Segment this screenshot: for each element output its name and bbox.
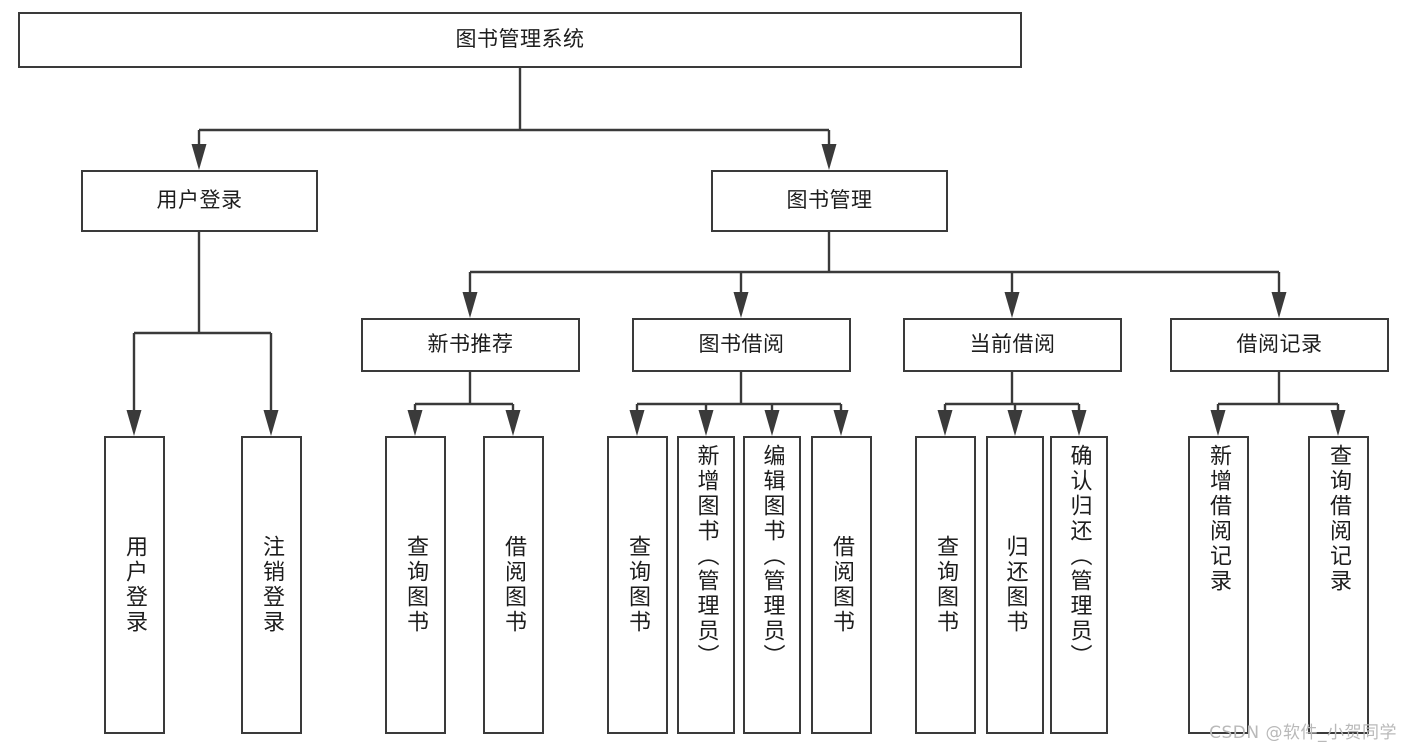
group-2-branch-1-head — [1007, 410, 1023, 436]
login-branch-1-head — [263, 410, 279, 436]
node-leaf-11[interactable]: 新增借阅记录 — [1188, 436, 1249, 734]
node-leaf-label: 编辑图书（管理员） — [759, 444, 785, 669]
node-leaf-7[interactable]: 借阅图书 — [811, 436, 872, 734]
root-branch-1-head — [821, 144, 837, 170]
node-leaf-label: 查询图书 — [933, 535, 959, 635]
node-level2-0[interactable]: 用户登录 — [81, 170, 318, 232]
manage-branch-2-head — [1004, 292, 1020, 318]
node-leaf-label: 查询图书 — [625, 535, 651, 635]
manage-branch-3-head — [1271, 292, 1287, 318]
node-level2-1[interactable]: 图书管理 — [711, 170, 948, 232]
group-2-branch-2-head — [1071, 410, 1087, 436]
group-2-branch-0-head — [937, 410, 953, 436]
node-leaf-4[interactable]: 查询图书 — [607, 436, 668, 734]
node-leaf-label: 借阅图书 — [501, 535, 527, 635]
node-root-0[interactable]: 图书管理系统 — [18, 12, 1022, 68]
group-1-branch-1-head — [698, 410, 714, 436]
node-level3-label: 图书借阅 — [698, 332, 785, 357]
node-leaf-1[interactable]: 注销登录 — [241, 436, 302, 734]
node-root-label: 图书管理系统 — [455, 27, 585, 52]
node-leaf-label: 查询图书 — [403, 535, 429, 635]
watermark-text: CSDN @软件_小贺同学 — [1209, 723, 1397, 743]
node-level3-1[interactable]: 图书借阅 — [632, 318, 851, 372]
node-level2-label: 用户登录 — [156, 188, 243, 213]
group-3-branch-1-head — [1330, 410, 1346, 436]
node-leaf-2[interactable]: 查询图书 — [385, 436, 446, 734]
node-leaf-label: 新增图书（管理员） — [693, 444, 719, 669]
node-leaf-5[interactable]: 新增图书（管理员） — [677, 436, 735, 734]
node-leaf-label: 查询借阅记录 — [1326, 444, 1352, 594]
node-leaf-0[interactable]: 用户登录 — [104, 436, 165, 734]
node-leaf-3[interactable]: 借阅图书 — [483, 436, 544, 734]
node-leaf-8[interactable]: 查询图书 — [915, 436, 976, 734]
node-leaf-label: 用户登录 — [122, 535, 148, 635]
node-leaf-6[interactable]: 编辑图书（管理员） — [743, 436, 801, 734]
node-leaf-label: 确认归还（管理员） — [1066, 444, 1092, 669]
manage-branch-1-head — [733, 292, 749, 318]
node-level3-label: 借阅记录 — [1236, 332, 1323, 357]
root-branch-0-head — [191, 144, 207, 170]
node-level3-3[interactable]: 借阅记录 — [1170, 318, 1389, 372]
manage-branch-0-head — [462, 292, 478, 318]
node-leaf-label: 借阅图书 — [829, 535, 855, 635]
node-level2-label: 图书管理 — [786, 188, 873, 213]
node-level3-label: 当前借阅 — [969, 332, 1056, 357]
node-leaf-9[interactable]: 归还图书 — [986, 436, 1044, 734]
group-1-branch-3-head — [833, 410, 849, 436]
group-0-branch-0-head — [407, 410, 423, 436]
group-3-branch-0-head — [1210, 410, 1226, 436]
node-level3-0[interactable]: 新书推荐 — [361, 318, 580, 372]
login-branch-0-head — [126, 410, 142, 436]
group-1-branch-2-head — [764, 410, 780, 436]
group-1-branch-0-head — [629, 410, 645, 436]
node-leaf-10[interactable]: 确认归还（管理员） — [1050, 436, 1108, 734]
node-leaf-label: 归还图书 — [1002, 535, 1028, 635]
node-leaf-label: 注销登录 — [259, 535, 285, 635]
node-leaf-12[interactable]: 查询借阅记录 — [1308, 436, 1369, 734]
node-leaf-label: 新增借阅记录 — [1206, 444, 1232, 594]
group-0-branch-1-head — [505, 410, 521, 436]
node-level3-label: 新书推荐 — [427, 332, 514, 357]
node-level3-2[interactable]: 当前借阅 — [903, 318, 1122, 372]
